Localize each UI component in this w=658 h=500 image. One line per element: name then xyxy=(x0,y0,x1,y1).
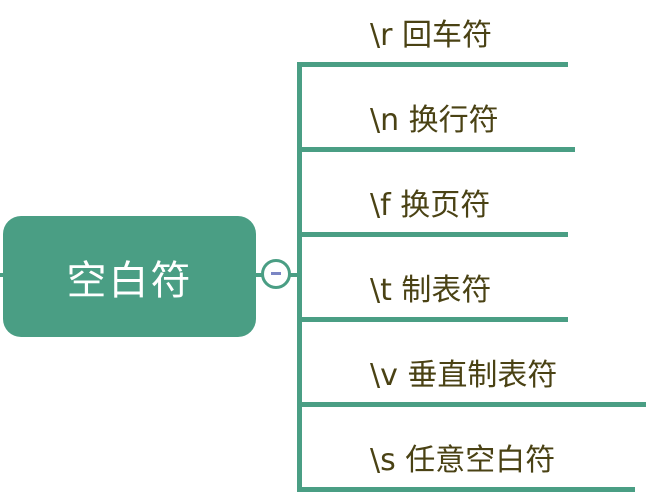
child-underline-cr xyxy=(297,62,568,67)
root-node-label: 空白符 xyxy=(66,257,193,304)
collapse-button[interactable] xyxy=(261,259,291,289)
child-underline-vtab xyxy=(297,402,646,407)
branch-trunk-line xyxy=(297,62,302,490)
child-underline-ff xyxy=(297,232,568,237)
child-underline-lf xyxy=(297,147,575,152)
root-connector xyxy=(255,273,265,277)
minus-icon xyxy=(271,272,281,275)
child-node-vtab[interactable]: \v 垂直制表符 xyxy=(370,358,558,393)
child-underline-tab xyxy=(297,317,568,322)
child-node-whitespace[interactable]: \s 任意空白符 xyxy=(370,443,556,478)
child-node-cr[interactable]: \r 回车符 xyxy=(370,18,492,53)
child-node-lf[interactable]: \n 换行符 xyxy=(370,103,499,138)
branch-connector xyxy=(290,273,298,277)
child-underline-whitespace xyxy=(297,487,635,492)
child-node-tab[interactable]: \t 制表符 xyxy=(370,273,492,308)
root-node[interactable]: 空白符 xyxy=(3,216,256,337)
child-node-ff[interactable]: \f 换页符 xyxy=(370,188,491,223)
